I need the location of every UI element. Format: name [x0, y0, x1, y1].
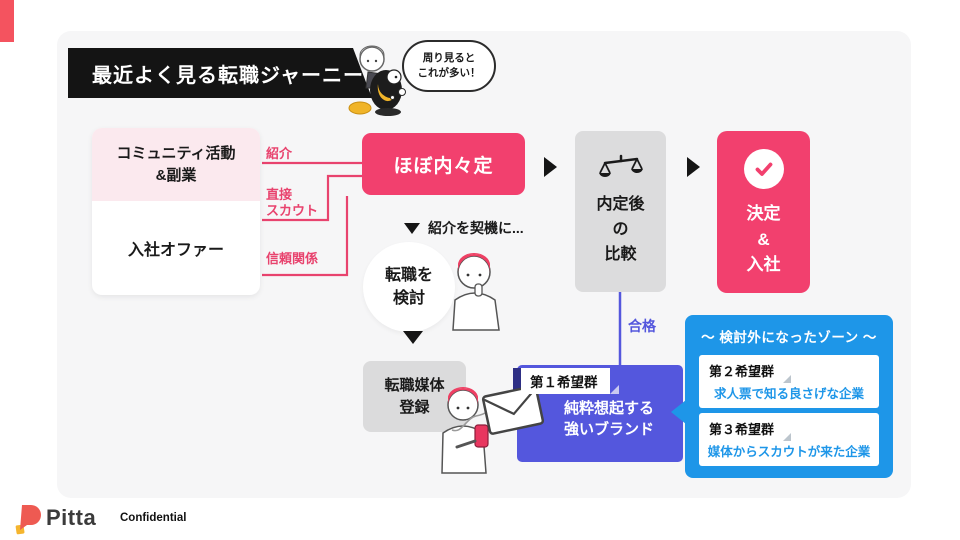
envelope-icon	[481, 385, 545, 435]
first-choice-description: 純粋想起する 強いブランド	[563, 400, 654, 438]
flow-right-arrow-icon	[687, 157, 700, 177]
bubble-dot	[390, 95, 395, 100]
connector-label-intro: 紹介	[266, 146, 293, 161]
bubble-line2: これが多い！	[417, 67, 481, 79]
balance-scale-icon	[598, 154, 643, 177]
side-job-label: &副業	[155, 166, 197, 184]
triangle-down-icon	[404, 222, 420, 234]
banner-title: 最近よく見る転職ジャーニー	[92, 64, 364, 87]
decide-join-label: 決定 & 入社	[746, 204, 781, 274]
media-line1: 転職媒体	[384, 376, 445, 394]
phone-person-illustration	[441, 387, 489, 474]
excluded-zone-title: 〜 検討外になったゾーン 〜	[701, 330, 877, 345]
almost-offer-label: ほぼ内々定	[393, 155, 494, 177]
second-choice-description: 求人票で知る良さげな企業	[713, 387, 864, 401]
connector-label-scout: スカウト	[266, 203, 319, 218]
join-offer-label: 入社オファー	[127, 242, 224, 259]
corner-accent-bar	[0, 0, 14, 42]
trigger-note: 紹介を契機に...	[404, 218, 524, 238]
thinking-person-illustration	[452, 253, 500, 331]
first-choice-tag: 第１希望群	[521, 368, 610, 394]
decide-join-box: 決定 & 入社	[717, 131, 810, 293]
third-choice-box: 第３希望群 媒体からスカウトが来た企業	[699, 413, 879, 466]
consider-line2: 検討	[392, 290, 425, 307]
comparison-box: 内定後 の 比較	[575, 131, 666, 292]
first-choice-tag-flap	[513, 368, 522, 398]
third-choice-description: 媒体からスカウトが来た企業	[707, 445, 871, 459]
flow-right-arrow-icon	[544, 157, 557, 177]
connector-label-direct: 直接	[266, 187, 293, 202]
join-offer-section: 入社オファー	[92, 201, 260, 295]
pitta-logo-icon	[15, 505, 41, 535]
mascot-illustration	[348, 45, 402, 116]
bubble-dot	[398, 88, 406, 96]
connector-label-trust: 信頼関係	[266, 251, 319, 266]
comparison-label: 内定後 の 比較	[596, 196, 645, 263]
consider-job-change-circle: 転職を 検討	[363, 242, 455, 332]
brand-name: Pitta	[46, 505, 97, 530]
media-line2: 登録	[399, 398, 430, 416]
flow-down-arrow-icon	[403, 331, 423, 344]
community-activity-label: コミュニティ活動	[116, 144, 236, 162]
third-choice-tag: 第３希望群	[703, 417, 792, 441]
confidential-label: Confidential	[120, 512, 187, 524]
source-card: コミュニティ活動 &副業 入社オファー	[92, 128, 260, 295]
check-icon	[743, 149, 784, 189]
connector-label-pass: 合格	[628, 318, 656, 334]
trigger-note-label: 紹介を契機に...	[428, 220, 524, 236]
consider-line1: 転職を	[384, 266, 433, 284]
first-choice-tag-label: 第１希望群	[530, 375, 598, 390]
second-choice-box: 第２希望群 求人票で知る良さげな企業	[699, 355, 879, 408]
excluded-zone-panel: 〜 検討外になったゾーン 〜 第２希望群 求人票で知る良さげな企業 第３希望群 …	[685, 315, 893, 478]
excluded-zone-pointer	[671, 400, 686, 424]
second-choice-tag: 第２希望群	[703, 359, 792, 383]
community-activity-section: コミュニティ活動 &副業	[92, 128, 260, 201]
thought-bubble: 周り見ると これが多い！	[402, 40, 496, 92]
banner: 最近よく見る転職ジャーニー	[68, 48, 372, 98]
almost-offer-box: ほぼ内々定	[362, 133, 525, 195]
bubble-line1: 周り見ると	[422, 52, 476, 65]
